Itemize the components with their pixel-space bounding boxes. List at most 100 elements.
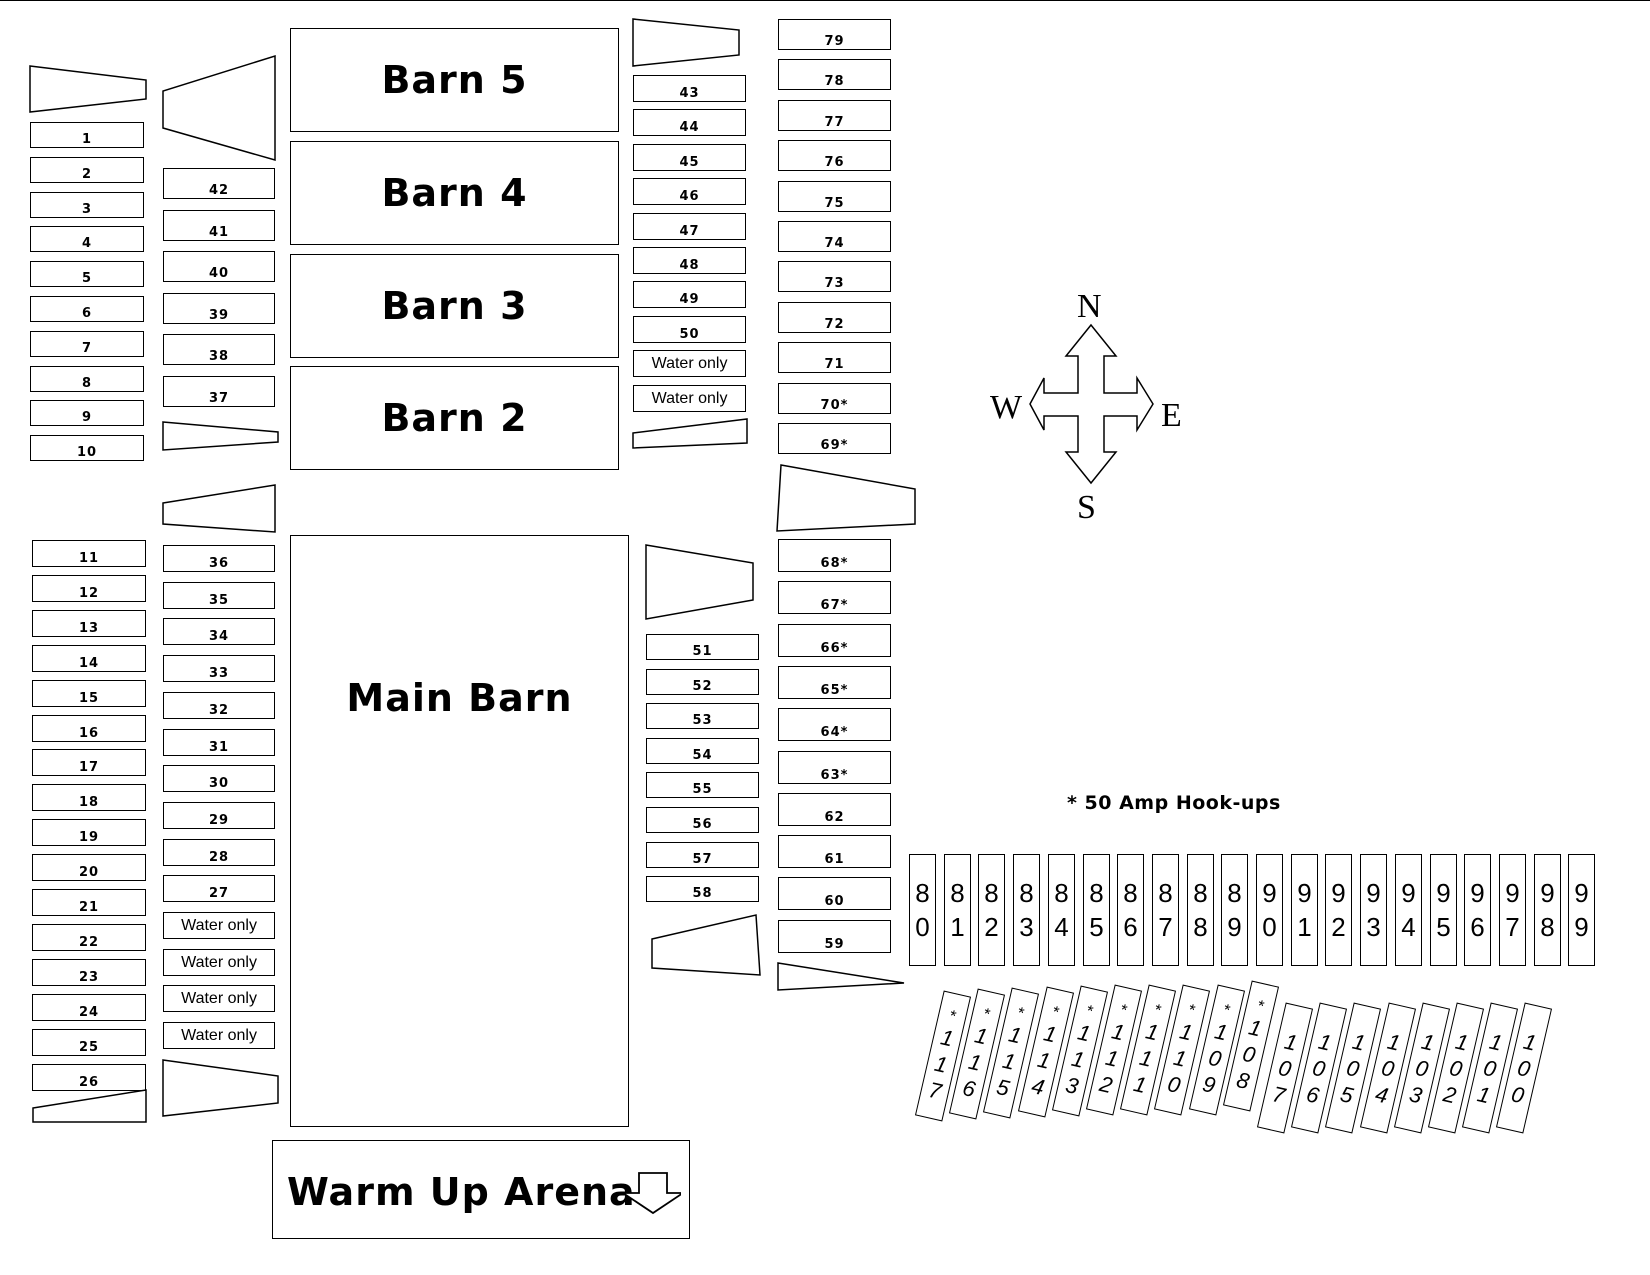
stall-17: 17 (32, 749, 146, 776)
wedge (645, 544, 754, 620)
stall-12: 12 (32, 575, 146, 602)
stall-8: 8 (30, 366, 144, 392)
stall-31: 31 (163, 729, 275, 756)
water-only-stall: Water only (163, 912, 275, 939)
stall-64-50amp: 64* (778, 708, 891, 741)
stall-16: 16 (32, 715, 146, 742)
wedge (632, 418, 748, 449)
down-arrow-icon (623, 1172, 681, 1215)
stall-58: 58 (646, 876, 759, 902)
wedge (32, 1089, 147, 1123)
stall-26: 26 (32, 1064, 146, 1091)
stall-28: 28 (163, 839, 275, 866)
stall-65-50amp: 65* (778, 666, 891, 699)
wedge (162, 484, 276, 533)
stall-47: 47 (633, 213, 746, 240)
barn-3: Barn 3 (290, 254, 619, 358)
stall-24: 24 (32, 994, 146, 1021)
compass-south-label: S (1077, 489, 1096, 526)
stall-38: 38 (163, 334, 275, 365)
stall-25: 25 (32, 1029, 146, 1056)
stall-3: 3 (30, 192, 144, 218)
stall-42: 42 (163, 168, 275, 199)
stall-62: 62 (778, 793, 891, 826)
compass-north-label: N (1077, 288, 1102, 325)
stall-39: 39 (163, 293, 275, 324)
stall-71: 71 (778, 342, 891, 373)
stall-55: 55 (646, 772, 759, 798)
stall-79: 79 (778, 19, 891, 50)
stall-34: 34 (163, 618, 275, 645)
barn-4: Barn 4 (290, 141, 619, 245)
stall-5: 5 (30, 261, 144, 287)
wedge (29, 65, 147, 113)
stall-53: 53 (646, 703, 759, 729)
wedge (632, 18, 740, 67)
wedge (162, 1059, 279, 1117)
stall-66-50amp: 66* (778, 624, 891, 657)
stall-33: 33 (163, 655, 275, 682)
stall-29: 29 (163, 802, 275, 829)
water-only-stall: Water only (163, 1022, 275, 1049)
water-only-stall: Water only (633, 350, 746, 377)
stall-45: 45 (633, 144, 746, 171)
stall-4: 4 (30, 226, 144, 252)
water-only-stall: Water only (633, 385, 746, 412)
warm-up-arena-label: Warm Up Arena (287, 1170, 636, 1214)
stall-69-50amp: 69* (778, 423, 891, 454)
wedge (162, 54, 276, 161)
wedge (162, 421, 279, 451)
stall-19: 19 (32, 819, 146, 846)
stall-77: 77 (778, 100, 891, 131)
stall-49: 49 (633, 281, 746, 308)
stall-76: 76 (778, 140, 891, 171)
stall-10: 10 (30, 435, 144, 461)
stall-11: 11 (32, 540, 146, 567)
barn-2: Barn 2 (290, 366, 619, 470)
stall-6: 6 (30, 296, 144, 322)
stall-9: 9 (30, 400, 144, 426)
stall-68-50amp: 68* (778, 539, 891, 572)
stall-44: 44 (633, 109, 746, 136)
stall-20: 20 (32, 854, 146, 881)
stall-30: 30 (163, 765, 275, 792)
stall-36: 36 (163, 545, 275, 572)
stall-46: 46 (633, 178, 746, 205)
stall-2: 2 (30, 157, 144, 183)
warm-up-arena: Warm Up Arena (272, 1140, 690, 1239)
stall-50: 50 (633, 316, 746, 343)
stall-37: 37 (163, 376, 275, 407)
stall-67-50amp: 67* (778, 581, 891, 614)
stall-35: 35 (163, 582, 275, 609)
barn-5: Barn 5 (290, 28, 619, 132)
stall-41: 41 (163, 210, 275, 241)
stall-7: 7 (30, 331, 144, 357)
wedge (776, 464, 916, 532)
stall-61: 61 (778, 835, 891, 868)
stall-51: 51 (646, 634, 759, 660)
top-border (0, 0, 1650, 1)
compass-east-label: E (1161, 397, 1182, 434)
water-only-stall: Water only (163, 949, 275, 976)
stall-56: 56 (646, 807, 759, 833)
compass-west-label: W (990, 389, 1023, 426)
wedge (777, 962, 905, 991)
stall-75: 75 (778, 181, 891, 212)
